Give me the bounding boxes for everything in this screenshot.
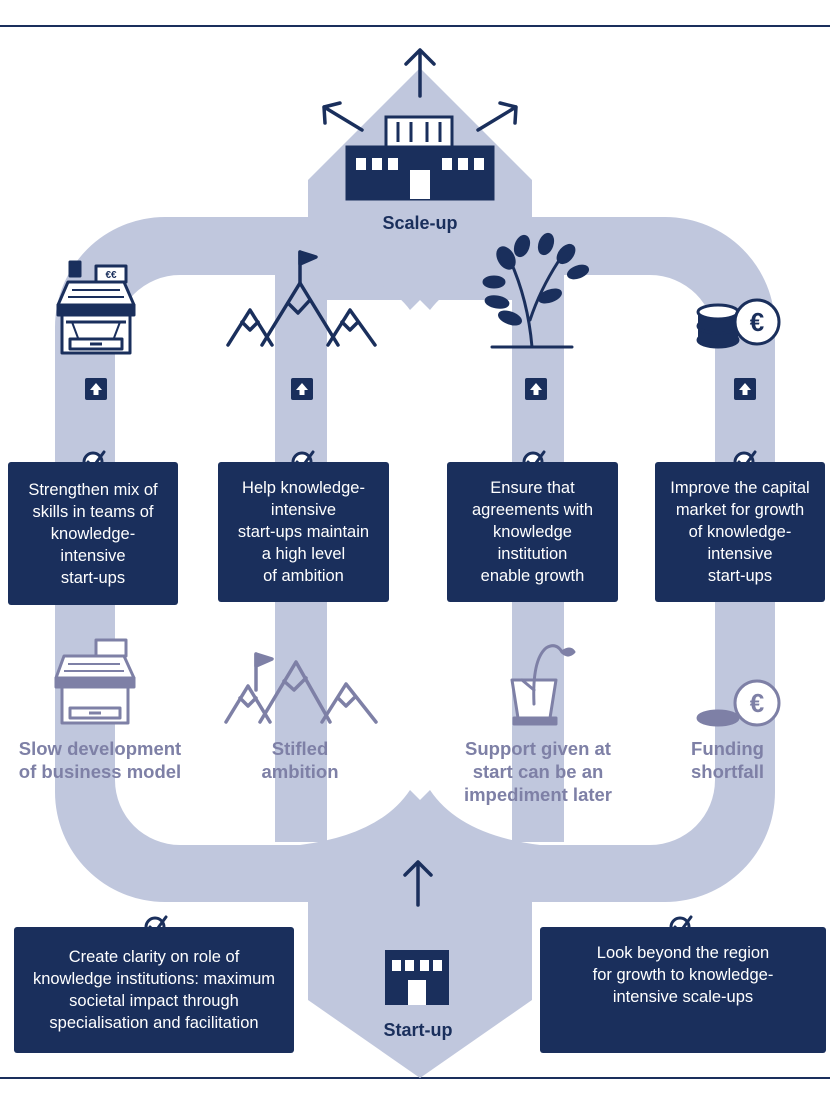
small-up-arrow-icon [291,378,313,400]
cash-register-icon: €€ [56,260,136,355]
small-up-arrow-icon [734,378,756,400]
scaleup-label: Scale-up [382,213,458,233]
scaleup-building-icon [345,115,495,201]
startup-arrow-icon [403,860,433,907]
problem-funding-shortfall: Funding shortfall [691,738,764,782]
bottom-rule [0,1077,830,1079]
svg-text:€€: €€ [105,270,117,281]
problem-slow-development: Slow development of business model [18,738,182,782]
small-up-arrows [85,378,756,400]
solution-box-agreements: Ensure that agreements with knowledge in… [447,462,618,602]
solution-box-beyond-region: Look beyond the region for growth to kno… [540,927,826,1053]
svg-text:€: € [750,688,764,718]
problem-stifled-ambition: Stifled ambition [261,738,339,782]
plant-icon [482,232,590,349]
mountain-flag-icon [226,250,377,347]
solution-box-capital: Improve the capital market for growth of… [655,462,825,602]
euro-coins-icon: € [696,298,781,349]
small-up-arrow-icon [85,378,107,400]
top-rule [0,25,830,27]
arrow-upright-icon [476,101,518,132]
bottom-bowl [300,790,540,845]
euro-coin-icon: € [696,679,781,727]
arrow-up-icon [404,48,436,98]
startup-label: Start-up [383,1020,453,1040]
solution-box-skills: Strengthen mix of skills in teams of kno… [8,462,178,605]
small-up-arrow-icon [525,378,547,400]
solution-box-ambition: Help knowledge- intensive start-ups main… [218,462,389,602]
cash-register-icon [54,638,136,725]
solution-box-knowledge-institutions: Create clarity on role of knowledge inst… [14,927,294,1053]
startup-building-icon [385,950,449,1005]
mountain-flag-icon [224,652,378,724]
scaleup-arrows [322,48,518,132]
top-bowl [300,262,540,310]
svg-text:€: € [750,307,764,337]
problem-support-impediment: Support given at start can be an impedim… [463,738,613,805]
potted-sprout-icon [510,644,576,726]
arrow-upleft-icon [322,101,364,132]
